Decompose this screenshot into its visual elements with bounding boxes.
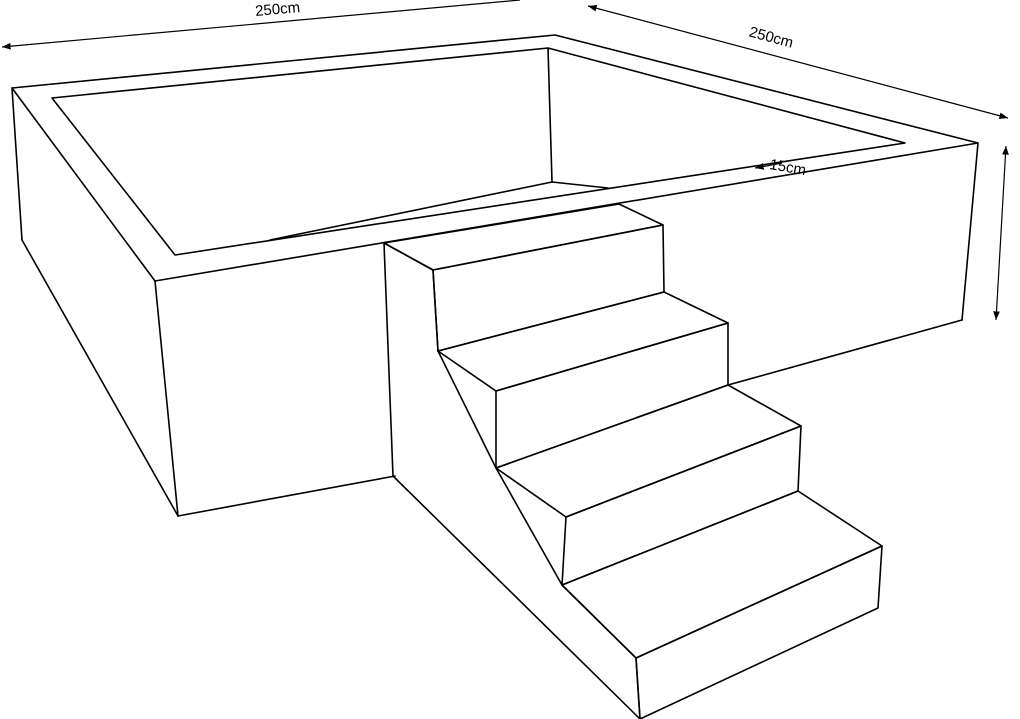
pool-inner-floor-edge-right xyxy=(551,181,609,189)
dimension-height: 80cm xyxy=(993,145,1020,321)
stairs-side-face xyxy=(383,242,641,719)
step-1-tread xyxy=(383,203,664,271)
label-top-width: 250cm xyxy=(254,0,300,20)
label-height: 80cm xyxy=(1018,222,1020,259)
pool-right-corner xyxy=(961,142,979,321)
step-1-riser xyxy=(432,224,665,352)
dimension-wall-thickness: 15cm xyxy=(754,156,807,179)
pool-left-bottom-edge xyxy=(21,239,179,517)
pool-left-top-corner xyxy=(11,87,23,241)
step-2-riser xyxy=(495,322,729,469)
stairs xyxy=(383,203,883,719)
dimension-line-height xyxy=(993,145,1009,321)
dimension-right-depth: 250cm xyxy=(587,4,1009,120)
label-right-depth: 250cm xyxy=(747,24,795,52)
pool-inner-floor-edge-left xyxy=(269,181,553,241)
label-wall-thickness: 15cm xyxy=(768,156,807,179)
pool-right-bottom-edge xyxy=(727,319,963,386)
step-4-tread xyxy=(561,490,883,659)
dimension-line-top-width xyxy=(1,0,521,50)
pool-inner-rim xyxy=(51,47,906,256)
dimension-line-right-depth xyxy=(587,4,1009,120)
dimension-top-width: 250cm xyxy=(1,0,521,50)
pool-inner-back-corner xyxy=(547,47,553,183)
pool-box xyxy=(11,34,979,517)
step-3-riser xyxy=(561,425,802,586)
pool-front-left-corner xyxy=(154,280,179,517)
pool-front-bottom-edge xyxy=(177,475,396,517)
step-3-tread xyxy=(495,384,802,518)
step-2-tread xyxy=(437,291,729,392)
step-4-riser xyxy=(635,545,883,719)
dimension-line-wall-thickness xyxy=(754,162,783,170)
